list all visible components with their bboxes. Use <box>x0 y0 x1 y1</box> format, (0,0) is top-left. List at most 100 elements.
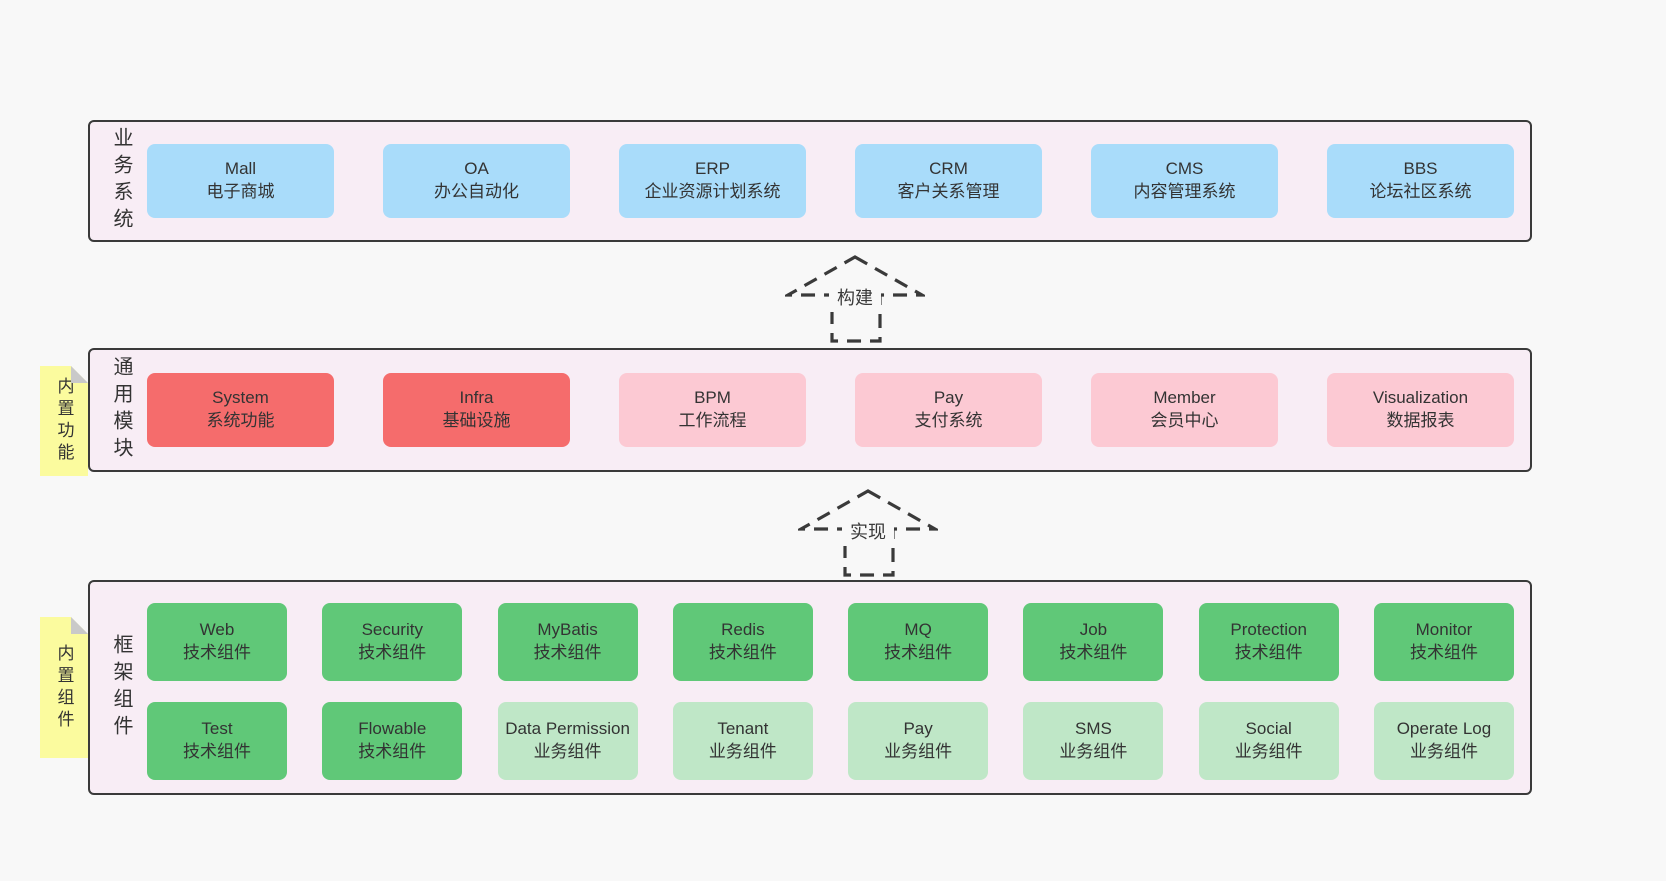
sticky-note-text: 内置功能 <box>54 377 74 465</box>
box-mybatis: MyBatis 技术组件 <box>497 603 638 681</box>
arrow-label-backdrop <box>829 284 881 312</box>
box-data-permission: Data Permission 业务组件 <box>497 702 638 780</box>
arrow-label: 构建 <box>837 288 873 308</box>
box-subtitle: 企业资源计划系统 <box>644 182 781 201</box>
box-title: Test <box>201 719 233 739</box>
box-pay-module: Pay 支付系统 <box>855 373 1042 447</box>
box-job: Job 技术组件 <box>1023 603 1164 681</box>
framework-components-layer: 框架组件 Web 技术组件 Security 技术组件 MyBatis 技术组件… <box>88 580 1532 795</box>
framework-box-row-2: Test 技术组件 Flowable 技术组件 Data Permission … <box>147 702 1514 780</box>
box-subtitle: 技术组件 <box>358 643 427 662</box>
box-visualization: Visualization 数据报表 <box>1327 373 1514 447</box>
builtin-components-sticky-note: 内置组件 <box>40 617 88 758</box>
box-subtitle: 工作流程 <box>678 411 747 430</box>
box-redis: Redis 技术组件 <box>672 603 813 681</box>
box-tenant: Tenant 业务组件 <box>672 702 813 780</box>
box-subtitle: 业务组件 <box>1234 742 1303 761</box>
box-subtitle: 技术组件 <box>1409 643 1478 662</box>
box-title: Web <box>199 620 235 640</box>
box-subtitle: 论坛社区系统 <box>1369 182 1472 201</box>
box-subtitle: 支付系统 <box>914 411 983 430</box>
implement-arrow: 实现 <box>798 489 938 577</box>
box-subtitle: 业务组件 <box>1059 742 1128 761</box>
box-web: Web 技术组件 <box>147 603 287 681</box>
box-subtitle: 业务组件 <box>533 742 602 761</box>
box-protection: Protection 技术组件 <box>1198 603 1339 681</box>
box-title: Monitor <box>1415 620 1473 640</box>
box-title: Job <box>1079 620 1108 640</box>
box-subtitle: 技术组件 <box>183 742 251 761</box>
box-security: Security 技术组件 <box>322 603 463 681</box>
box-bpm: BPM 工作流程 <box>619 373 806 447</box>
box-title: SMS <box>1074 719 1112 739</box>
box-subtitle: 业务组件 <box>884 742 953 761</box>
box-title: OA <box>464 159 489 179</box>
framework-box-row-1: Web 技术组件 Security 技术组件 MyBatis 技术组件 Redi… <box>147 603 1514 681</box>
box-subtitle: 技术组件 <box>708 643 777 662</box>
box-subtitle: 业务组件 <box>708 742 777 761</box>
box-sms: SMS 业务组件 <box>1023 702 1164 780</box>
box-title: MQ <box>904 620 932 640</box>
box-title: Mall <box>224 159 257 179</box>
arrow-label: 实现 <box>850 522 886 542</box>
business-layer-label: 业务系统 <box>110 127 132 235</box>
box-subtitle: 客户关系管理 <box>897 182 1000 201</box>
box-subtitle: 基础设施 <box>442 411 511 430</box>
arrow-outline <box>798 489 938 577</box>
box-subtitle: 技术组件 <box>183 643 251 662</box>
box-title: Flowable <box>358 719 427 739</box>
common-modules-layer: 通用模块 System 系统功能 Infra 基础设施 BPM 工作流程 Pay… <box>88 348 1532 472</box>
box-oa: OA 办公自动化 <box>383 144 570 218</box>
box-subtitle: 技术组件 <box>1234 643 1303 662</box>
box-title: Operate Log <box>1396 719 1492 739</box>
box-pay-component: Pay 业务组件 <box>848 702 989 780</box>
box-title: MyBatis <box>537 620 598 640</box>
box-member: Member 会员中心 <box>1091 373 1278 447</box>
box-title: Tenant <box>717 719 769 739</box>
box-title: Member <box>1153 388 1216 408</box>
box-test: Test 技术组件 <box>147 702 287 780</box>
framework-layer-label: 框架组件 <box>110 633 132 742</box>
box-subtitle: 数据报表 <box>1386 411 1455 430</box>
box-title: CRM <box>929 159 968 179</box>
box-mall: Mall 电子商城 <box>147 144 334 218</box>
box-monitor: Monitor 技术组件 <box>1373 603 1514 681</box>
box-subtitle: 会员中心 <box>1150 411 1219 430</box>
builtin-features-sticky-note: 内置功能 <box>40 366 88 476</box>
box-cms: CMS 内容管理系统 <box>1091 144 1278 218</box>
box-title: Social <box>1245 719 1292 739</box>
box-title: CMS <box>1165 159 1204 179</box>
box-crm: CRM 客户关系管理 <box>855 144 1042 218</box>
sticky-note-text: 内置组件 <box>54 643 74 732</box>
box-title: Redis <box>721 620 765 640</box>
box-flowable: Flowable 技术组件 <box>322 702 463 780</box>
box-title: Infra <box>459 388 494 408</box>
box-subtitle: 技术组件 <box>884 643 953 662</box>
box-title: Security <box>361 620 423 640</box>
box-title: System <box>212 388 269 408</box>
box-subtitle: 技术组件 <box>1059 643 1128 662</box>
box-operate-log: Operate Log 业务组件 <box>1373 702 1514 780</box>
box-erp: ERP 企业资源计划系统 <box>619 144 806 218</box>
box-title: Visualization <box>1372 388 1469 408</box>
box-title: Data Permission <box>505 719 630 739</box>
box-mq: MQ 技术组件 <box>848 603 989 681</box>
box-subtitle: 内容管理系统 <box>1133 182 1236 201</box>
business-box-row: Mall 电子商城 OA 办公自动化 ERP 企业资源计划系统 CRM 客户关系… <box>147 122 1514 240</box>
box-subtitle: 技术组件 <box>533 643 602 662</box>
box-title: ERP <box>695 159 730 179</box>
box-title: BBS <box>1403 159 1438 179</box>
box-system: System 系统功能 <box>147 373 334 447</box>
box-bbs: BBS 论坛社区系统 <box>1327 144 1514 218</box>
box-social: Social 业务组件 <box>1198 702 1339 780</box>
box-title: Pay <box>933 388 964 408</box>
arrow-label-backdrop <box>842 518 894 546</box>
box-subtitle: 办公自动化 <box>434 182 519 201</box>
box-title: Protection <box>1230 620 1307 640</box>
box-title: Pay <box>903 719 933 739</box>
box-subtitle: 电子商城 <box>206 182 275 201</box>
box-subtitle: 技术组件 <box>358 742 427 761</box>
business-layer: 业务系统 Mall 电子商城 OA 办公自动化 ERP 企业资源计划系统 CRM… <box>88 120 1532 242</box>
modules-box-row: System 系统功能 Infra 基础设施 BPM 工作流程 Pay 支付系统… <box>147 350 1514 470</box>
